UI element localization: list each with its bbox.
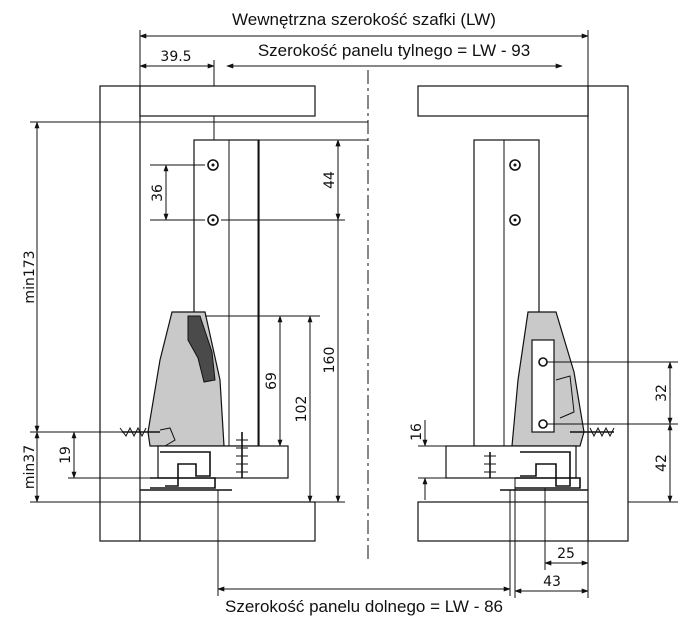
dim-43-label: 43 <box>543 574 561 590</box>
dimension-36: 36 <box>150 164 169 221</box>
dimension-19: 19 <box>58 431 158 479</box>
dim-160-label: 160 <box>322 347 338 374</box>
dimension-160: 160 <box>320 139 345 503</box>
dimension-25: 25 <box>544 488 589 570</box>
left-cabinet-side <box>99 85 316 542</box>
bottom-panel-width-dimension: Szerokość panelu dolnego = LW - 86 <box>217 490 511 616</box>
dimension-32: 32 <box>547 361 678 425</box>
dim-42-label: 42 <box>654 454 670 472</box>
left-drawer-runner <box>119 140 289 491</box>
right-mounting-holes <box>509 159 521 226</box>
back-panel-width-dimension: Szerokość panelu tylnego = LW - 93 <box>226 41 563 69</box>
dim-16-label: 16 <box>409 423 425 441</box>
cabinet-width-label: Wewnętrzna szerokość szafki (LW) <box>232 10 496 29</box>
dim-19-label: 19 <box>58 446 74 464</box>
dimension-44: 44 <box>322 139 341 221</box>
dimension-min37: min37 <box>22 431 140 503</box>
dimension-43: 43 <box>514 478 589 598</box>
back-panel-label: Szerokość panelu tylnego = LW - 93 <box>258 41 530 60</box>
dim-39-5-label: 39.5 <box>160 49 191 65</box>
right-cabinet-side <box>417 85 629 542</box>
dimension-69: 69 <box>205 315 320 447</box>
right-drawer-runner <box>445 311 615 491</box>
dim-min173-label: min173 <box>22 250 38 303</box>
dim-min37-label: min37 <box>22 445 38 489</box>
dim-36-label: 36 <box>150 184 166 202</box>
dim-32-label: 32 <box>654 384 670 402</box>
dim-102-label: 102 <box>294 396 310 423</box>
left-mounting-holes <box>150 159 345 226</box>
overall-width-dimension: Wewnętrzna szerokość szafki (LW) <box>139 10 589 90</box>
dimension-min173: min173 <box>22 121 368 433</box>
dimension-42: 42 <box>628 423 678 503</box>
dim-69-label: 69 <box>264 372 280 390</box>
dim-44-label: 44 <box>322 171 338 189</box>
dimension-16: 16 <box>409 420 446 500</box>
dimension-102: 102 <box>232 315 320 503</box>
dim-25-label: 25 <box>557 546 575 562</box>
bottom-panel-label: Szerokość panelu dolnego = LW - 86 <box>225 597 503 616</box>
